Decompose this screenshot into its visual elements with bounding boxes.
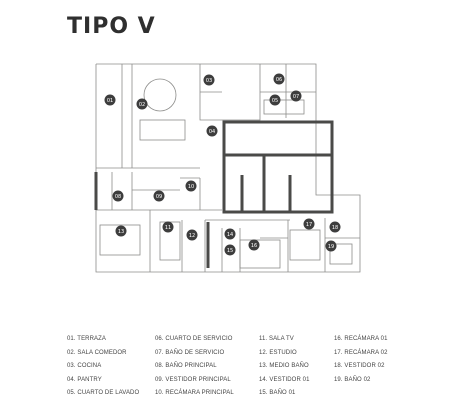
room-marker-02	[136, 98, 148, 110]
room-marker-label: 02	[139, 102, 145, 108]
room-marker-label: 13	[118, 229, 124, 235]
room-marker-label: 05	[272, 98, 278, 104]
room-marker-15	[224, 244, 236, 256]
page-title: TIPO V	[67, 14, 156, 39]
legend-item: 12. ESTUDIO	[259, 349, 297, 356]
room-marker-18	[329, 221, 341, 233]
floor-plan: 01 02 03 04 05 06 07 08 09 10 11 12 13 14 15 16 17 18 19	[94, 63, 361, 273]
legend-column-3: 11. SALA TV 12. ESTUDIO 13. MEDIO BAÑO 1…	[259, 333, 310, 401]
room-marker-label: 11	[165, 225, 171, 231]
room-marker-label: 07	[293, 94, 299, 100]
room-marker-04	[206, 125, 218, 137]
room-marker-13	[115, 225, 127, 237]
room-marker-label: 12	[189, 233, 195, 239]
room-marker-09	[153, 190, 165, 202]
room-marker-05	[269, 94, 281, 106]
room-marker-03	[203, 74, 215, 86]
room-marker-17	[303, 218, 315, 230]
room-markers: 01 02 03 04 05 06 07 08 09 10 11 12 13 14 15 16 17 18 19	[104, 73, 341, 256]
room-marker-label: 03	[206, 78, 212, 84]
room-marker-12	[186, 229, 198, 241]
legend-column-1: 01. TERRAZA 02. SALA COMEDOR 03. COCINA …	[67, 333, 139, 401]
legend-column-4: 16. RECÁMARA 01 17. RECÁMARA 02 18. VEST…	[334, 333, 388, 387]
plan-lines	[95, 63, 361, 273]
room-marker-14	[224, 228, 236, 240]
room-marker-06	[273, 73, 285, 85]
legend-item: 14. VESTIDOR 01	[259, 376, 310, 383]
room-marker-label: 19	[328, 244, 334, 250]
room-marker-label: 08	[115, 194, 121, 200]
room-marker-label: 15	[227, 248, 233, 254]
room-marker-label: 01	[107, 98, 113, 104]
legend-item: 11. SALA TV	[259, 336, 294, 342]
room-marker-label: 14	[227, 232, 233, 238]
legend-item: 04. PANTRY	[67, 376, 102, 383]
room-marker-label: 17	[306, 222, 312, 228]
legend-item: 18. VESTIDOR 02	[334, 363, 385, 369]
room-marker-label: 18	[332, 225, 338, 231]
legend-item: 08. BAÑO PRINCIPAL	[155, 363, 217, 369]
room-marker-label: 04	[209, 129, 215, 135]
room-marker-19	[325, 240, 337, 252]
room-marker-label: 10	[188, 184, 194, 190]
legend-item: 19. BAÑO 02	[334, 376, 371, 383]
plan-walls	[94, 120, 334, 268]
room-marker-07	[290, 90, 302, 102]
room-marker-01	[104, 94, 116, 106]
legend-item: 10. RECÁMARA PRINCIPAL	[155, 390, 234, 396]
room-marker-label: 09	[156, 194, 162, 200]
legend-item: 16. RECÁMARA 01	[334, 336, 388, 342]
room-marker-16	[248, 239, 260, 251]
room-marker-10	[185, 180, 197, 192]
room-marker-11	[162, 221, 174, 233]
room-marker-08	[112, 190, 124, 202]
room-marker-label: 06	[276, 77, 282, 83]
legend-item: 07. BAÑO DE SERVICIO	[155, 349, 225, 356]
room-marker-label: 16	[251, 243, 257, 249]
legend-item: 09. VESTIDOR PRINCIPAL	[155, 376, 231, 383]
legend-item: 06. CUARTO DE SERVICIO	[155, 336, 233, 342]
legend-item: 05. CUARTO DE LAVADO	[67, 390, 140, 396]
legend-column-2: 06. CUARTO DE SERVICIO 07. BAÑO DE SERVI…	[155, 333, 234, 401]
legend-item: 17. RECÁMARA 02	[334, 349, 388, 356]
legend-item: 01. TERRAZA	[67, 336, 107, 342]
legend-item: 13. MEDIO BAÑO	[259, 363, 309, 369]
legend-item: 15. BAÑO 01	[259, 390, 296, 396]
legend-item: 03. COCINA	[67, 363, 102, 369]
legend-item: 02. SALA COMEDOR	[67, 349, 127, 356]
